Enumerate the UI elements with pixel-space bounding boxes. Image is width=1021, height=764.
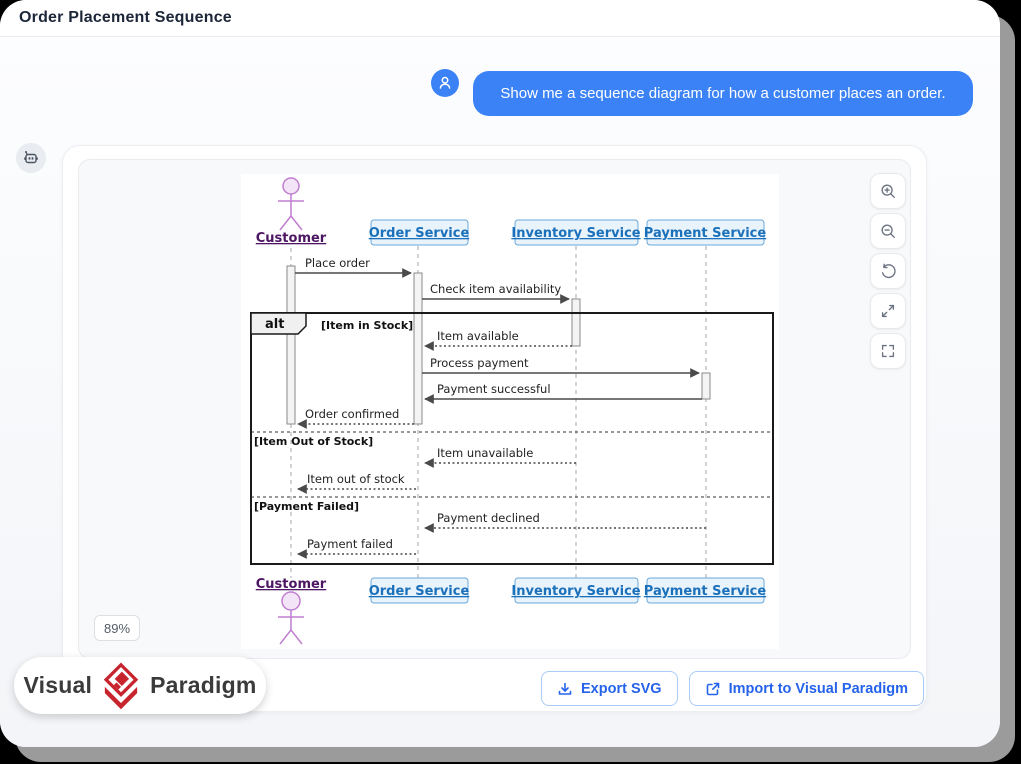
actor-label[interactable]: Customer	[256, 231, 327, 246]
lifelines	[290, 246, 707, 578]
participant-inventory-service[interactable]: Inventory Service	[511, 226, 640, 241]
message-labels: Place order Check item availability Item…	[305, 256, 561, 551]
import-to-vp-button[interactable]: Import to Visual Paradigm	[688, 671, 924, 706]
sequence-diagram-canvas: Customer Order Service Inventory Service…	[241, 174, 779, 649]
actor-customer-bottom[interactable]: Customer	[256, 577, 327, 645]
message-label: Process payment	[430, 356, 529, 370]
app-header: Order Placement Sequence	[0, 0, 1000, 37]
bot-avatar	[16, 143, 46, 173]
download-icon	[558, 682, 572, 695]
participant-order-service[interactable]: Order Service	[369, 226, 470, 241]
chat-user-message: Show me a sequence diagram for how a cus…	[473, 71, 973, 116]
message-label: Check item availability	[430, 282, 561, 296]
activation-bars	[286, 265, 711, 425]
sequence-diagram: Customer Order Service Inventory Service…	[250, 177, 774, 645]
message-label: Item unavailable	[437, 446, 533, 460]
brand-word-paradigm: Paradigm	[150, 672, 257, 698]
alt-fragment: alt [Item in Stock] [Item Out of Stock] …	[250, 312, 774, 565]
message-label: Item out of stock	[307, 472, 405, 486]
viewer-toolbar	[870, 173, 906, 369]
app-window: Order Placement Sequence Show me a seque…	[0, 0, 1000, 747]
participant-payment-service[interactable]: Payment Service	[644, 584, 767, 599]
zoom-level-text: 89%	[104, 620, 131, 636]
card-footer-actions: Export SVG Import to Visual Paradigm	[541, 671, 924, 706]
zoom-out-icon	[881, 224, 895, 238]
fragment-condition-2: [Item Out of Stock]	[254, 435, 373, 448]
zoom-out-button[interactable]	[870, 213, 906, 249]
actor-label[interactable]: Customer	[256, 577, 327, 592]
page-title: Order Placement Sequence	[19, 9, 232, 26]
diagram-viewport[interactable]: Customer Order Service Inventory Service…	[78, 159, 911, 659]
participants-bottom: Order Service Inventory Service Payment …	[369, 577, 767, 604]
person-icon	[439, 76, 451, 89]
message-label: Order confirmed	[305, 407, 399, 421]
fragment-condition-1: [Item in Stock]	[321, 319, 413, 332]
message-label: Payment successful	[437, 382, 551, 396]
zoom-level-badge: 89%	[94, 615, 141, 641]
brand-word-visual: Visual	[23, 672, 93, 698]
import-to-vp-label: Import to Visual Paradigm	[728, 680, 908, 697]
message-label: Payment declined	[437, 511, 540, 525]
diagram-card: Customer Order Service Inventory Service…	[62, 145, 927, 712]
visual-paradigm-logo[interactable]: Visual Paradigm	[14, 657, 266, 714]
reset-view-button[interactable]	[870, 253, 906, 289]
fullscreen-icon	[881, 344, 895, 358]
chat-message-text: Show me a sequence diagram for how a cus…	[500, 85, 946, 102]
robot-icon	[24, 151, 38, 164]
expand-icon	[881, 304, 895, 318]
participants-top: Order Service Inventory Service Payment …	[369, 219, 767, 246]
fragment-operator: alt	[265, 317, 284, 332]
message-arrows	[295, 268, 706, 559]
participant-order-service[interactable]: Order Service	[369, 584, 470, 599]
participant-payment-service[interactable]: Payment Service	[644, 226, 767, 241]
fullscreen-button[interactable]	[870, 333, 906, 369]
message-label: Place order	[305, 256, 370, 270]
export-svg-label: Export SVG	[581, 680, 662, 697]
expand-button[interactable]	[870, 293, 906, 329]
message-label: Payment failed	[307, 537, 393, 551]
message-label: Item available	[437, 329, 519, 343]
fragment-condition-3: [Payment Failed]	[254, 500, 359, 513]
zoom-in-icon	[881, 184, 895, 198]
user-avatar	[431, 69, 459, 97]
export-svg-button[interactable]: Export SVG	[541, 671, 678, 706]
reset-icon	[881, 263, 896, 279]
actor-customer-top[interactable]: Customer	[256, 177, 327, 246]
participant-inventory-service[interactable]: Inventory Service	[511, 584, 640, 599]
external-link-icon	[706, 682, 719, 695]
zoom-in-button[interactable]	[870, 173, 906, 209]
visual-paradigm-diamond-icon	[101, 659, 142, 709]
